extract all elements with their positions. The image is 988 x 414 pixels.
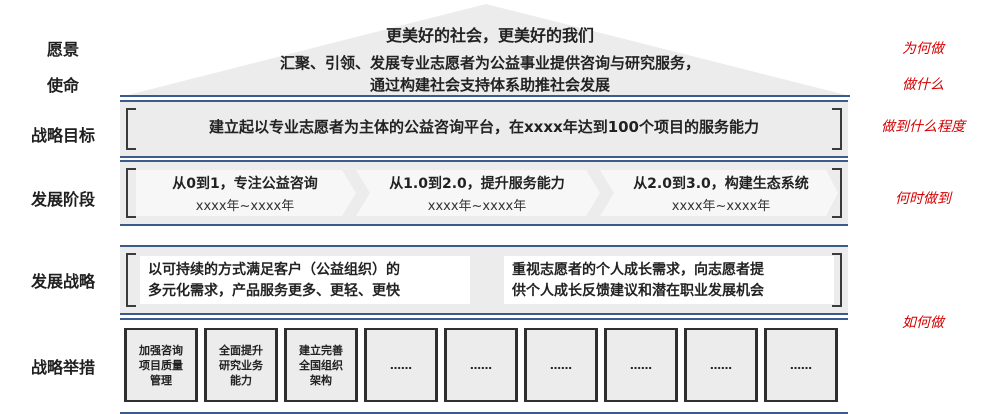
actions-band: 加强咨询项目质量管理 全面提升研究业务能力 建立完善全国组织架构 …… …… …… — [120, 318, 848, 414]
bracket-right — [832, 108, 842, 150]
action-item: 加强咨询项目质量管理 — [124, 328, 198, 402]
bracket-right — [832, 253, 842, 307]
stage-2: 从1.0到2.0，提升服务能力 xxxx年~xxxx年 — [366, 166, 588, 216]
action-line: 全面提升 — [219, 343, 263, 357]
action-line: 架构 — [310, 373, 332, 387]
label-how: 如何做 — [902, 315, 944, 331]
stage-title: 从1.0到2.0，提升服务能力 — [389, 176, 565, 192]
action-item: …… — [364, 328, 438, 402]
stage-arrows — [136, 170, 838, 216]
label-extent: 做到什么程度 — [881, 119, 965, 135]
vision-text: 更美好的社会，更美好的我们 — [385, 26, 594, 45]
action-line: …… — [470, 358, 492, 372]
stage-arrow-3 — [600, 170, 838, 216]
action-line: 研究业务 — [219, 358, 263, 372]
label-when: 何时做到 — [895, 191, 951, 207]
action-item: …… — [444, 328, 518, 402]
strategy-line: 以可持续的方式满足客户（公益组织）的 — [148, 262, 400, 278]
action-line: …… — [710, 358, 732, 372]
action-line: 管理 — [150, 373, 172, 387]
action-item: 全面提升研究业务能力 — [204, 328, 278, 402]
bracket-right — [832, 168, 842, 218]
stage-arrow-2 — [356, 170, 600, 216]
stage-1: 从0到1，专注公益咨询 xxxx年~xxxx年 — [140, 166, 350, 216]
action-item: 建立完善全国组织架构 — [284, 328, 358, 402]
action-line: 加强咨询 — [139, 343, 183, 357]
strategy-line: 供个人成长反馈建议和潜在职业发展机会 — [512, 283, 764, 299]
action-line: 项目质量 — [139, 358, 183, 372]
label-actions: 战略举措 — [30, 358, 95, 377]
action-line: 全国组织 — [299, 358, 343, 372]
label-what: 做什么 — [902, 77, 944, 93]
action-line: …… — [550, 358, 572, 372]
action-line: …… — [630, 358, 652, 372]
action-item: …… — [764, 328, 838, 402]
stage-band: 从0到1，专注公益咨询 xxxx年~xxxx年 从1.0到2.0，提升服务能力 … — [120, 160, 848, 226]
goal-text: 建立起以专业志愿者为主体的公益咨询平台，在xxxx年达到100个项目的服务能力 — [208, 118, 759, 136]
bracket-left — [126, 168, 136, 218]
mission-line-1: 汇聚、引领、发展专业志愿者为公益事业提供咨询与研究服务， — [279, 54, 700, 72]
action-line: 建立完善 — [299, 343, 343, 357]
action-line: …… — [390, 358, 412, 372]
strategy-line: 多元化需求，产品服务更多、更轻、更快 — [148, 283, 400, 299]
strategy-band: 以可持续的方式满足客户（公益组织）的 多元化需求，产品服务更多、更轻、更快 重视… — [120, 245, 848, 315]
stage-period: xxxx年~xxxx年 — [427, 199, 527, 214]
strategy-1: 以可持续的方式满足客户（公益组织）的 多元化需求，产品服务更多、更轻、更快 — [140, 256, 470, 304]
stage-3: 从2.0到3.0，构建生态系统 xxxx年~xxxx年 — [610, 166, 832, 216]
roof-shape — [120, 4, 850, 97]
action-line: …… — [790, 358, 812, 372]
stage-period: xxxx年~xxxx年 — [195, 199, 295, 214]
action-item: …… — [524, 328, 598, 402]
stage-title: 从2.0到3.0，构建生态系统 — [633, 176, 809, 192]
label-mission: 使命 — [46, 76, 79, 95]
stage-period: xxxx年~xxxx年 — [671, 199, 771, 214]
strategy-2: 重视志愿者的个人成长需求，向志愿者提 供个人成长反馈建议和潜在职业发展机会 — [504, 256, 834, 304]
mission-line-2: 通过构建社会支持体系助推社会发展 — [369, 76, 610, 94]
label-goal: 战略目标 — [30, 126, 95, 145]
bracket-left — [126, 108, 136, 150]
strategy-line: 重视志愿者的个人成长需求，向志愿者提 — [512, 262, 764, 278]
label-why: 为何做 — [902, 41, 944, 57]
goal-band: 建立起以专业志愿者为主体的公益咨询平台，在xxxx年达到100个项目的服务能力 — [120, 100, 848, 158]
action-item: …… — [684, 328, 758, 402]
action-line: 能力 — [230, 373, 252, 387]
label-stage: 发展阶段 — [30, 190, 95, 209]
stage-title: 从0到1，专注公益咨询 — [172, 176, 318, 192]
action-item: …… — [604, 328, 678, 402]
label-strategy: 发展战略 — [30, 272, 95, 291]
stage-arrow-1 — [136, 170, 356, 216]
bracket-left — [126, 253, 136, 307]
label-vision: 愿景 — [46, 40, 79, 59]
